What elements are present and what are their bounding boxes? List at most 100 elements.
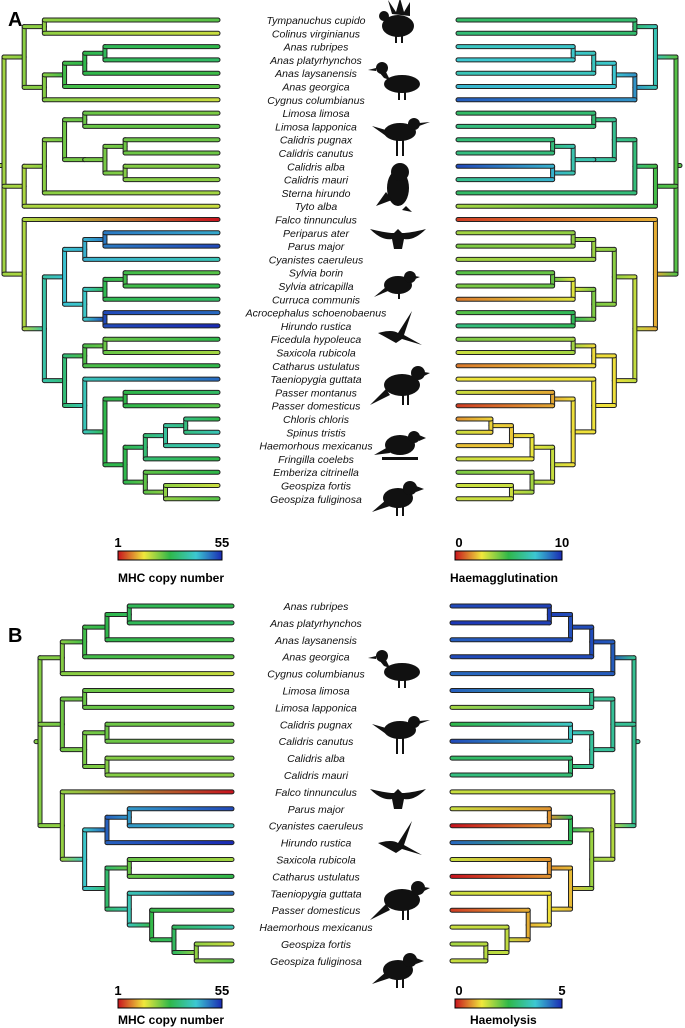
species-label: Falco tinnunculus: [275, 215, 357, 227]
panel-b-left-tree: [33, 603, 235, 964]
species-label: Sylvia atricapilla: [278, 281, 353, 293]
species-label: Anas rubripes: [283, 42, 350, 54]
duck-icon: [368, 62, 420, 100]
species-label: Tympanuchus cupido: [266, 15, 365, 27]
species-label: Colinus virginianus: [272, 28, 361, 40]
species-label: Saxicola rubicola: [276, 348, 356, 360]
species-label: Haemorhous mexicanus: [259, 441, 373, 453]
species-label: Calidris canutus: [279, 148, 354, 160]
species-label: Cyanistes caeruleus: [269, 821, 364, 833]
finch-icon: [374, 431, 426, 460]
species-label: Calidris pugnax: [280, 135, 353, 147]
species-label: Anas laysanensis: [274, 635, 357, 647]
panel-b-left-legend: 1 55 MHC copy number: [114, 983, 229, 1027]
species-label: Sylvia borin: [289, 268, 343, 280]
panel-a-left-legend: 1 55 MHC copy number: [114, 535, 229, 585]
species-label: Geospiza fuliginosa: [270, 494, 362, 506]
species-label: Cyanistes caeruleus: [269, 254, 364, 266]
species-label: Taeniopygia guttata: [270, 888, 361, 900]
species-label: Anas georgica: [281, 652, 349, 664]
panel-a-right-legend: 0 10 Haemagglutination: [450, 535, 569, 585]
species-label: Spinus tristis: [286, 427, 346, 439]
species-label: Acrocephalus schoenobaenus: [245, 308, 387, 320]
species-label: Calidris mauri: [284, 770, 349, 782]
legend-title: MHC copy number: [118, 571, 224, 585]
species-label: Passer montanus: [275, 387, 357, 399]
species-label: Fringilla coelebs: [278, 454, 355, 466]
species-label: Chloris chloris: [283, 414, 350, 426]
species-label: Geospiza fortis: [281, 939, 352, 951]
thrush-icon: [370, 881, 430, 920]
species-label: Passer domesticus: [272, 401, 361, 413]
species-label: Calidris canutus: [279, 736, 354, 748]
thrush-icon: [370, 366, 430, 405]
species-label: Limosa limosa: [282, 686, 349, 698]
legend-min: 1: [114, 983, 121, 998]
finch-icon: [372, 481, 424, 516]
kestrel-icon: [370, 789, 426, 809]
panel-b-right-legend: 0 5 Haemolysis: [454, 983, 566, 1027]
species-label: Calidris mauri: [284, 175, 349, 187]
legend-colorbar: [454, 998, 563, 1009]
species-label: Geospiza fortis: [281, 481, 352, 493]
legend-min: 0: [455, 535, 462, 550]
species-label: Anas georgica: [281, 82, 349, 94]
species-label: Curruca communis: [272, 294, 361, 306]
grouse-icon: [379, 0, 414, 43]
species-label: Calidris alba: [287, 161, 345, 173]
songbird-icon: [374, 271, 420, 299]
legend-max: 5: [558, 983, 565, 998]
species-label: Sterna hirundo: [282, 188, 351, 200]
swallow-icon: [378, 821, 422, 855]
species-label: Hirundo rustica: [281, 321, 352, 333]
species-label: Periparus ater: [283, 228, 349, 240]
panel-a-right-tree: [455, 17, 683, 502]
legend-min: 1: [114, 535, 121, 550]
legend-max: 55: [215, 535, 229, 550]
panel-b-label: B: [8, 625, 22, 647]
owl-icon: [376, 163, 412, 212]
species-label: Saxicola rubicola: [276, 855, 356, 867]
species-label: Limosa lapponica: [275, 121, 357, 133]
legend-title: Haemagglutination: [450, 571, 558, 585]
wader-icon: [372, 716, 430, 754]
species-label: Passer domesticus: [272, 905, 361, 917]
species-label: Tyto alba: [295, 201, 338, 213]
species-label: Catharus ustulatus: [272, 871, 360, 883]
legend-title: Haemolysis: [470, 1013, 537, 1027]
swallow-icon: [378, 311, 422, 345]
legend-colorbar: [117, 998, 223, 1009]
species-label: Cygnus columbianus: [267, 669, 365, 681]
species-label: Catharus ustulatus: [272, 361, 360, 373]
species-label: Parus major: [288, 804, 345, 816]
panel-b-right-tree: [449, 603, 641, 964]
duck-icon: [368, 650, 420, 688]
species-label: Limosa lapponica: [275, 702, 357, 714]
legend-colorbar: [454, 550, 563, 561]
species-label: Hirundo rustica: [281, 838, 352, 850]
panel-a-label: A: [8, 9, 22, 31]
species-label: Anas platyrhynchos: [269, 618, 362, 630]
species-label: Anas rubripes: [283, 601, 350, 613]
bird-silhouettes: [368, 0, 430, 988]
species-label: Falco tinnunculus: [275, 787, 357, 799]
species-label: Ficedula hypoleuca: [271, 334, 362, 346]
legend-max: 10: [555, 535, 569, 550]
species-label: Calidris alba: [287, 753, 345, 765]
panel-a-left-tree: [0, 17, 221, 502]
species-label: Calidris pugnax: [280, 719, 353, 731]
species-label: Anas laysanensis: [274, 68, 357, 80]
species-label: Cygnus columbianus: [267, 95, 365, 107]
species-label: Limosa limosa: [282, 108, 349, 120]
species-label: Geospiza fuliginosa: [270, 956, 362, 968]
species-label: Emberiza citrinella: [273, 467, 359, 479]
wader-icon: [372, 118, 430, 156]
species-label: Taeniopygia guttata: [270, 374, 361, 386]
kestrel-icon: [370, 229, 426, 249]
legend-max: 55: [215, 983, 229, 998]
legend-colorbar: [117, 550, 223, 561]
